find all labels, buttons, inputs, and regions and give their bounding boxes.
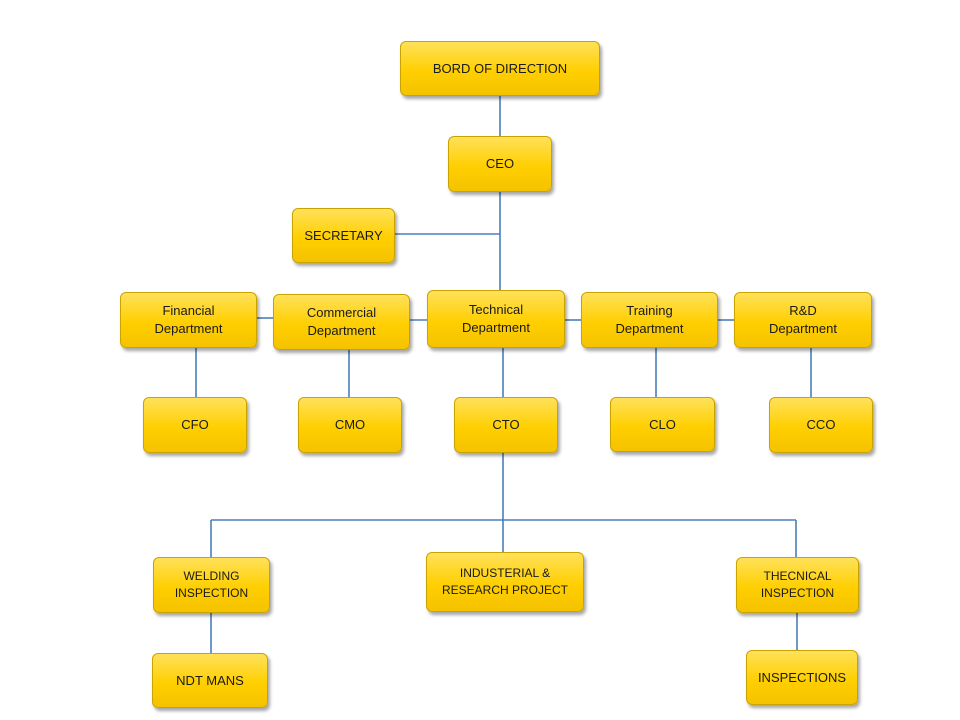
financial-department-box: Financial Department — [120, 292, 257, 348]
ceo-box: CEO — [448, 136, 552, 192]
ndt-mans-box: NDT MANS — [152, 653, 268, 708]
cto-box: CTO — [454, 397, 558, 453]
cco-box: CCO — [769, 397, 873, 453]
clo-box: CLO — [610, 397, 715, 452]
commercial-department-box: Commercial Department — [273, 294, 410, 350]
cmo-box: CMO — [298, 397, 402, 453]
rnd-department-box: R&D Department — [734, 292, 872, 348]
cfo-box: CFO — [143, 397, 247, 453]
board-of-direction-box: BORD OF DIRECTION — [400, 41, 600, 96]
technical-inspection-box: THECNICAL INSPECTION — [736, 557, 859, 613]
technical-department-box: Technical Department — [427, 290, 565, 348]
industrial-research-project-box: INDUSTERIAL & RESEARCH PROJECT — [426, 552, 584, 612]
training-department-box: Training Department — [581, 292, 718, 348]
inspections-box: INSPECTIONS — [746, 650, 858, 705]
secretary-box: SECRETARY — [292, 208, 395, 263]
welding-inspection-box: WELDING INSPECTION — [153, 557, 270, 613]
